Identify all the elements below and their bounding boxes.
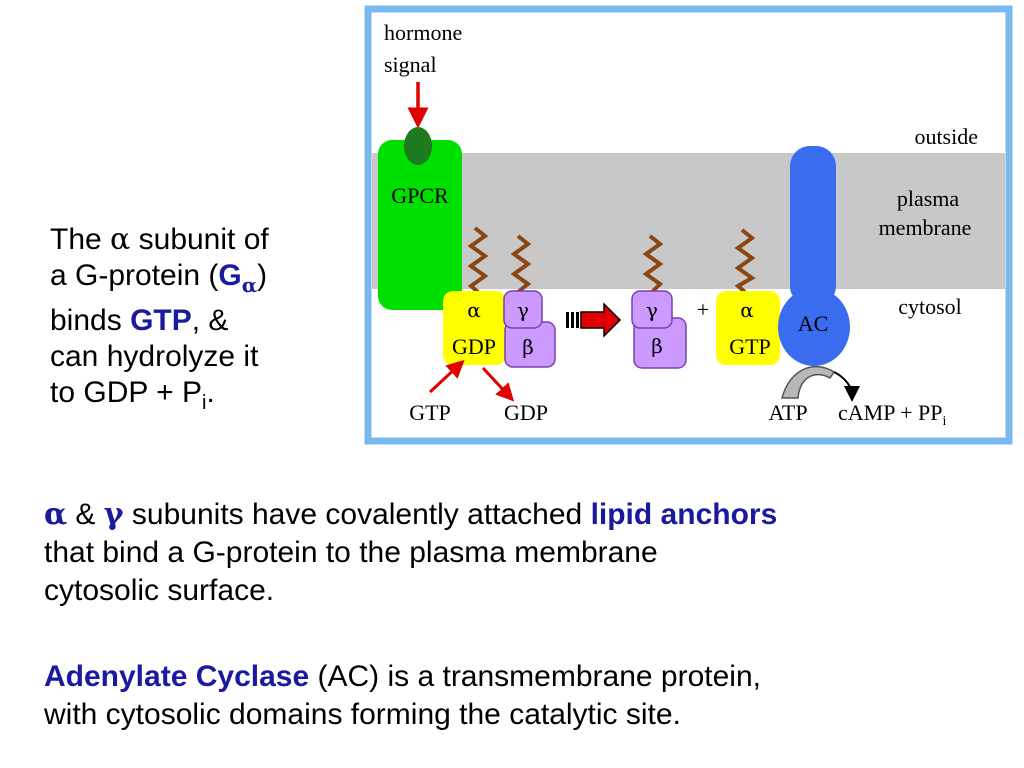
outside-label: outside — [914, 124, 978, 149]
atp-label: ATP — [768, 400, 807, 425]
gamma-label-1: γ — [517, 298, 529, 322]
atp-camp-arrow-tip — [833, 371, 860, 402]
atp-camp-arrow — [781, 365, 836, 399]
side-line-3: binds GTP, & — [50, 304, 229, 337]
gdp-label-bound: GDP — [452, 334, 496, 359]
adenylate-cyclase-paragraph: Adenylate Cyclase (AC) is a transmembran… — [44, 658, 1019, 734]
gpcr-receptor — [378, 140, 462, 310]
lipid-anchor-3 — [642, 234, 664, 294]
side-line-5: to GDP + Pi. — [50, 376, 215, 414]
camp-label: cAMP + PPi — [838, 400, 947, 429]
gtp-in-arrow — [428, 359, 465, 394]
hormone-label-line2: signal — [384, 52, 437, 77]
lipid-anchor-paragraph: α & γ subunits have covalently attached … — [44, 496, 1019, 610]
gtp-in-label: GTP — [409, 400, 451, 425]
gdp-out-arrow — [481, 366, 515, 402]
plus-sign: + — [697, 297, 709, 322]
alpha-subunit-gtp — [716, 291, 780, 365]
side-line-4: can hydrolyze it — [50, 340, 259, 373]
gamma-subunit-2 — [631, 290, 673, 329]
hormone-label-line1: hormone — [384, 20, 462, 45]
lipid-anchor-1 — [467, 226, 489, 294]
alpha-label-2: α — [740, 298, 754, 322]
gtp-label-bound: GTP — [729, 334, 771, 359]
ac-label: AC — [798, 311, 829, 336]
hormone-ligand — [404, 127, 432, 165]
alpha-subunit-gdp — [443, 291, 506, 365]
membrane-label-line1: plasma — [897, 186, 960, 211]
alpha-label-1: α — [467, 298, 481, 322]
gdp-out-label: GDP — [504, 400, 548, 425]
side-description: The α subunit of a G-protein (Gα) binds … — [50, 222, 350, 421]
cytosol-label: cytosol — [898, 294, 962, 319]
p1-line-3: cytosolic surface. — [44, 574, 275, 607]
p2-line-1: Adenylate Cyclase (AC) is a transmembran… — [44, 660, 761, 693]
p1-line-1: α & γ subunits have covalently attached … — [44, 497, 778, 532]
p1-line-2: that bind a G-protein to the plasma memb… — [44, 536, 658, 569]
plasma-membrane-band — [372, 153, 1005, 289]
adenylate-cyclase-stalk — [790, 146, 836, 306]
side-line-2: a G-protein (Gα) — [50, 259, 268, 297]
activation-arrow — [566, 302, 622, 338]
gpcr-label: GPCR — [391, 183, 449, 208]
gamma-subunit-1 — [503, 290, 543, 329]
lipid-anchor-2 — [510, 234, 532, 294]
adenylate-cyclase-domain — [778, 288, 850, 366]
beta-label-1: β — [522, 335, 534, 359]
lipid-anchor-4 — [734, 228, 756, 294]
side-line-1: The α subunit of — [50, 222, 269, 257]
beta-label-2: β — [651, 334, 663, 358]
gamma-label-2: γ — [646, 298, 658, 322]
p2-line-2: with cytosolic domains forming the catal… — [44, 698, 681, 731]
membrane-label-line2: membrane — [879, 215, 972, 240]
